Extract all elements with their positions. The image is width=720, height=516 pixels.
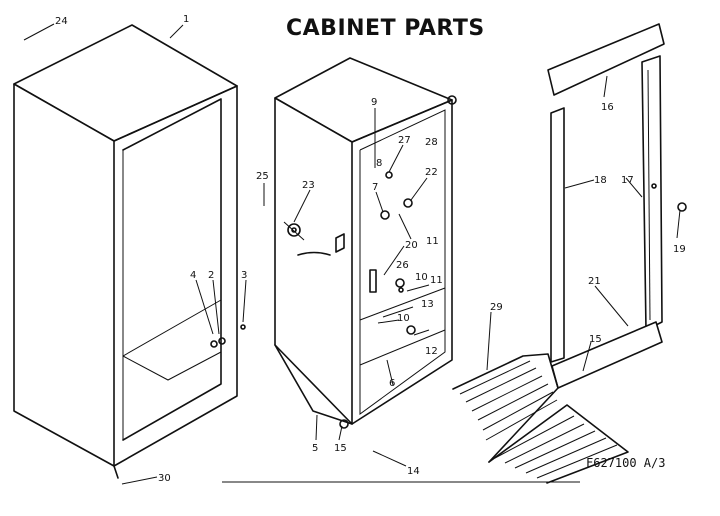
callout-10b: 10 [397, 313, 410, 324]
callout-10a: 10 [415, 272, 428, 283]
callout-3: 3 [241, 270, 247, 281]
callout-labels: 24 1 4 2 3 30 25 23 9 27 28 22 7 20 11 2… [55, 14, 686, 484]
callout-18: 18 [594, 175, 607, 186]
callout-13: 13 [421, 299, 434, 310]
callout-28: 28 [425, 137, 438, 148]
callout-20: 20 [405, 240, 418, 251]
callout-15b: 15 [589, 334, 602, 345]
outer-cabinet-shell [13, 24, 246, 479]
callout-16: 16 [601, 102, 614, 113]
breaker-strips [547, 23, 687, 389]
callout-8: 8 [376, 158, 382, 169]
leader-lines [23, 23, 681, 485]
callout-11a: 11 [426, 236, 439, 247]
callout-27: 27 [398, 135, 411, 146]
cabinet-liner [274, 57, 457, 429]
callout-15a: 15 [334, 443, 347, 454]
callout-17: 17 [621, 175, 634, 186]
callout-2: 2 [208, 270, 214, 281]
callout-5: 5 [312, 443, 318, 454]
callout-23: 23 [302, 180, 315, 191]
diagram-title: CABINET PARTS [286, 16, 485, 41]
callout-19: 19 [673, 244, 686, 255]
callout-21: 21 [588, 276, 601, 287]
callout-9: 9 [371, 97, 377, 108]
callout-12: 12 [425, 346, 438, 357]
callout-26: 26 [396, 260, 409, 271]
callout-11b: 11 [430, 275, 443, 286]
callout-25: 25 [256, 171, 269, 182]
callout-4: 4 [190, 270, 196, 281]
callout-22: 22 [425, 167, 438, 178]
drawing-code: F627100 A/3 [586, 456, 666, 470]
callout-1: 1 [183, 14, 189, 25]
callout-29: 29 [490, 302, 503, 313]
callout-24: 24 [55, 16, 68, 27]
callout-6-visible: 6 [389, 378, 395, 389]
wire-shelf [452, 353, 629, 484]
callout-14: 14 [407, 466, 420, 477]
callout-7: 7 [372, 182, 378, 193]
callout-30: 30 [158, 473, 171, 484]
